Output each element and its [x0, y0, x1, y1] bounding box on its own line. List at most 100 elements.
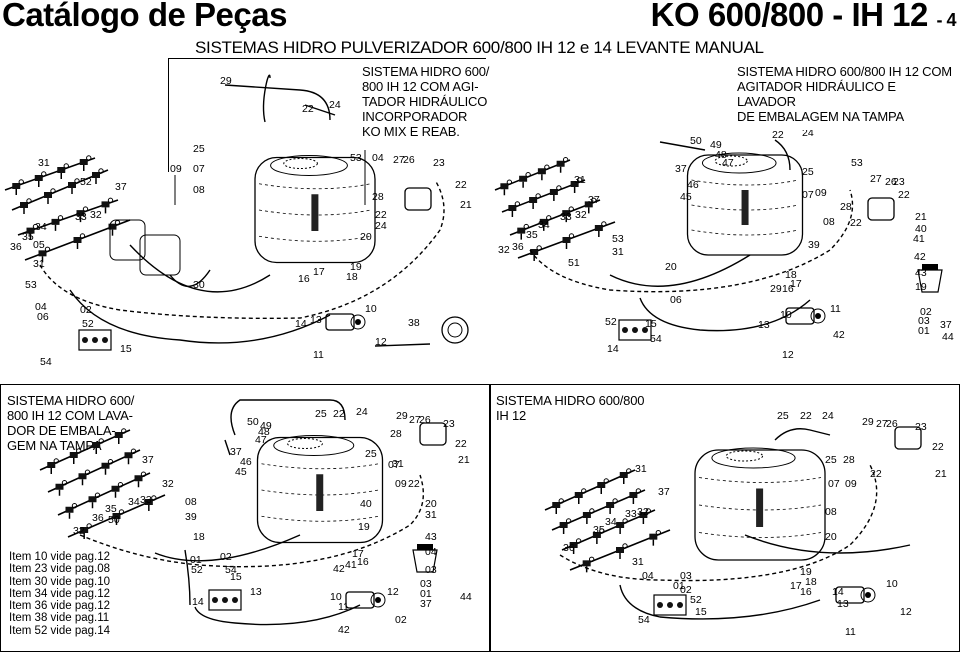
part-number-label: 40: [360, 498, 372, 510]
nozzle-body: [65, 506, 74, 513]
part-number-label: 41: [345, 559, 357, 571]
part-number-label: 51: [568, 257, 580, 269]
part-number-label: 14: [192, 596, 204, 608]
part-number-label: 22: [455, 438, 467, 450]
nozzle-cap: [26, 198, 32, 204]
part-number-label: 04: [642, 570, 654, 582]
part-number-label: 31: [574, 174, 586, 186]
reel-38: [441, 316, 469, 344]
nozzle-body: [38, 250, 47, 257]
nozzle-cap: [568, 206, 574, 212]
part-number-label: 12: [900, 606, 912, 618]
valve-port: [642, 327, 648, 333]
nozzle-cap: [98, 438, 104, 444]
regulator-23: [419, 422, 447, 446]
nozzle-body: [47, 462, 56, 468]
part-number-label: 13: [310, 314, 322, 326]
nozzle-cap: [562, 157, 569, 163]
hose: [609, 254, 751, 287]
part-number-label: 36: [10, 241, 22, 253]
part-number-label: 11: [830, 303, 841, 315]
valve-port: [667, 602, 673, 608]
nozzle-cap: [50, 188, 56, 194]
part-number-label: 53: [350, 152, 362, 164]
part-number-label: 19: [915, 281, 927, 293]
part-number-label: 24: [329, 99, 341, 111]
page-subtitle: SISTEMAS HIDRO PULVERIZADOR 600/800 IH 1…: [195, 38, 764, 57]
part-number-label: 25: [825, 454, 837, 466]
part-number-label: 08: [825, 506, 837, 518]
valve-port: [632, 327, 638, 333]
part-number-label: 22: [800, 410, 812, 422]
pump-shaft: [815, 313, 821, 319]
agitator-tube: [756, 488, 764, 527]
nozzle-body: [616, 547, 624, 553]
nozzle-body: [101, 201, 110, 208]
tank-rib: [698, 532, 822, 538]
nozzle-body: [649, 533, 658, 540]
hose: [154, 534, 301, 562]
part-number-label: 37: [420, 598, 432, 610]
nozzle-body: [582, 560, 591, 567]
part-number-label: 25: [365, 448, 377, 460]
part-number-label: 17: [313, 266, 325, 278]
tank-top: [270, 155, 348, 176]
hose: [774, 428, 831, 441]
valve-port: [622, 327, 628, 333]
caption-top-left: SISTEMA HIDRO 600/ 800 IH 12 COM AGI- TA…: [362, 64, 490, 139]
hose: [374, 343, 431, 347]
pump-body: [835, 586, 865, 604]
nozzle-body: [619, 472, 628, 478]
part-number-label: 37: [658, 486, 670, 498]
part-number-label: 23: [915, 421, 927, 433]
tank-rib: [698, 477, 822, 483]
part-number-label: 07: [193, 163, 205, 175]
part-number-label: 28: [390, 428, 402, 440]
part-number-label: 26: [886, 418, 898, 430]
nozzle-body: [549, 189, 558, 195]
nozzle-cap: [117, 482, 124, 488]
part-number-label: 10: [330, 591, 342, 603]
tank-rib: [261, 463, 379, 470]
part-number-label: 08: [823, 216, 835, 228]
part-number-label: 06: [37, 311, 49, 323]
nozzle-body: [500, 183, 509, 190]
part-number-label: 52: [605, 316, 617, 328]
part-number-label: 03: [918, 315, 930, 327]
part-number-label: 33: [140, 494, 152, 506]
part-number-label: 21: [460, 199, 472, 211]
part-number-label: 22: [333, 408, 345, 420]
part-number-label: 24: [356, 406, 368, 418]
part-number-label: 42: [338, 624, 350, 636]
nozzle-body: [537, 168, 546, 175]
tank-body: [686, 154, 804, 256]
part-number-label: 35: [526, 229, 538, 241]
regulator-23: [867, 197, 895, 221]
part-number-label: 01: [918, 325, 930, 337]
nozzle-cap: [589, 508, 595, 514]
nozzle-body: [51, 218, 60, 225]
pump-head: [860, 587, 876, 603]
part-number-label: 10: [365, 303, 377, 315]
nozzle-cap: [523, 223, 529, 230]
nozzle-cap: [599, 528, 605, 534]
part-number-label: 38: [408, 317, 420, 329]
valve-port: [212, 597, 218, 603]
nozzle-cap: [118, 509, 125, 515]
notes-list: Item 10 vide pag.12 Item 23 vide pag.08 …: [9, 551, 110, 637]
part-number-label: 46: [687, 179, 699, 191]
mixer-tank: [109, 219, 146, 261]
part-number-label: 47: [255, 434, 267, 446]
part-number-label: 02: [220, 551, 232, 563]
part-number-label: 32: [162, 478, 174, 490]
part-number-label: 47: [722, 157, 734, 169]
part-number-label: 48: [258, 426, 270, 438]
nozzle-cap: [86, 523, 92, 529]
part-number-label: 35: [593, 524, 605, 536]
part-number-label: 16: [782, 283, 794, 295]
part-number-label: 39: [185, 511, 197, 523]
part-number-label: 01: [190, 554, 202, 566]
hose: [619, 584, 821, 620]
nozzle-cap: [581, 488, 587, 494]
